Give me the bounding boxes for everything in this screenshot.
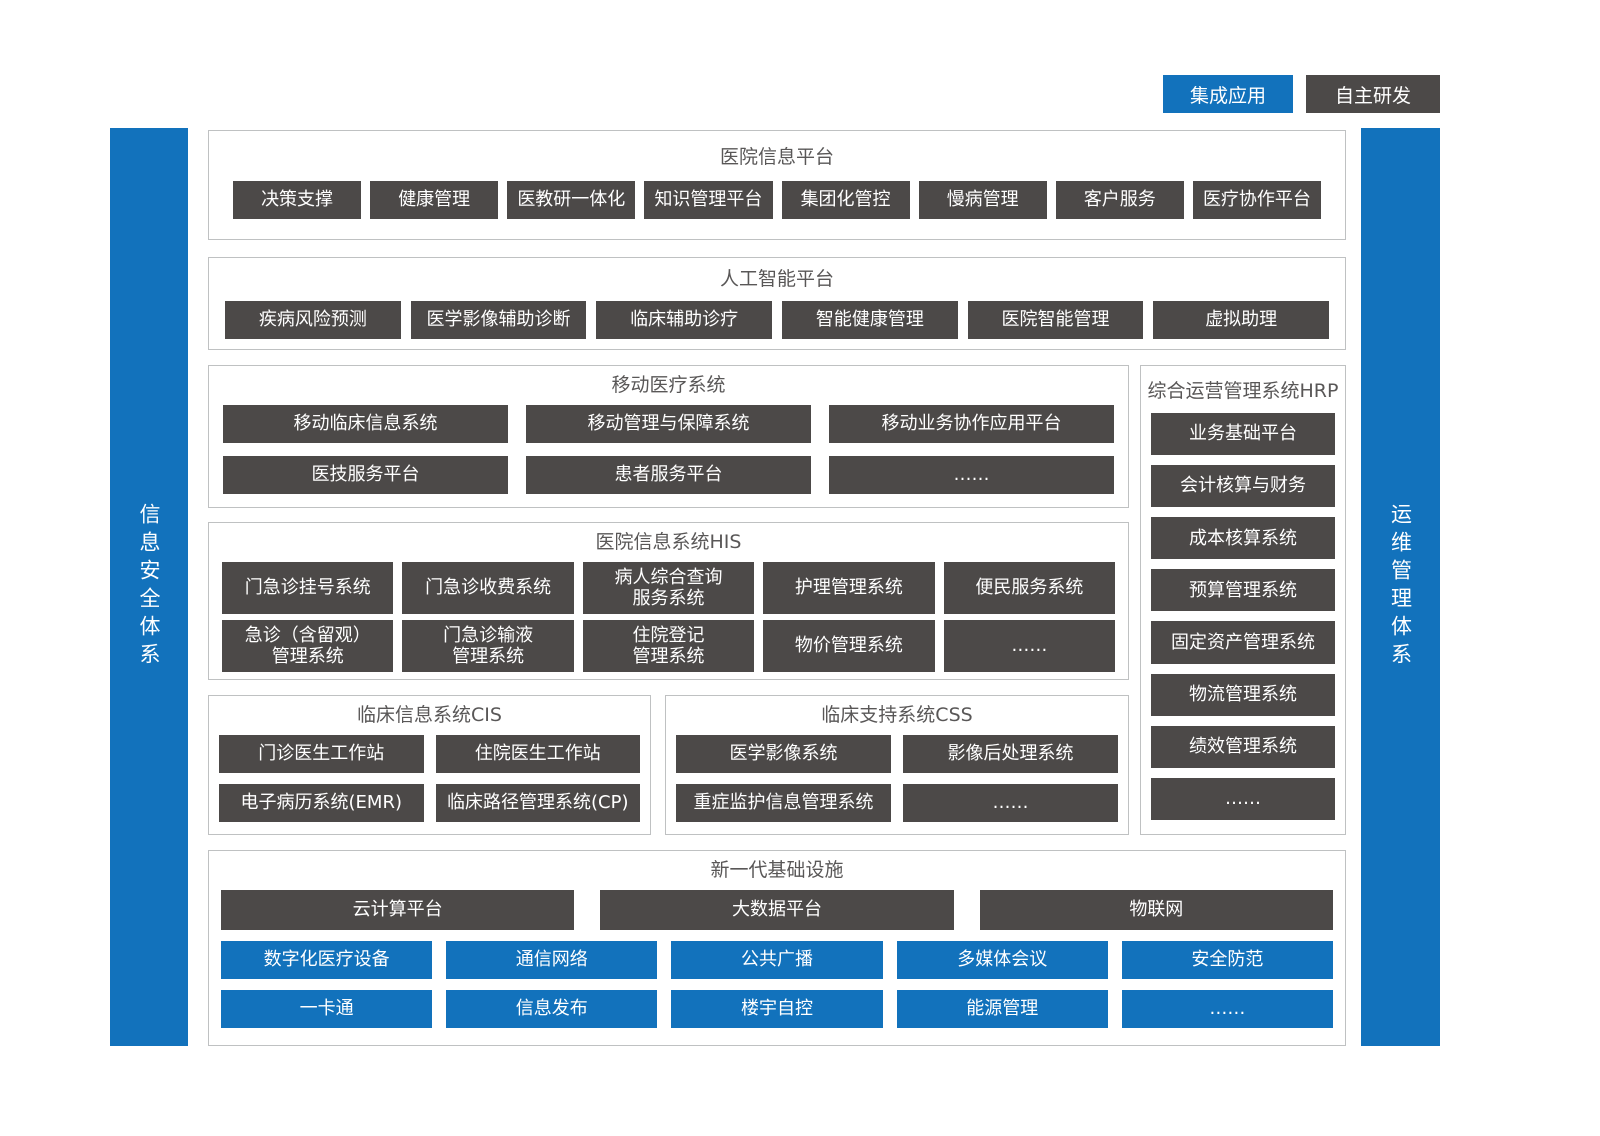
block-image-post-processing-system: 影像后处理系统 [903, 734, 1118, 773]
legend-integrated-app: 集成应用 [1163, 75, 1293, 113]
section-ai-platform: 人工智能平台 疾病风险预测 医学影像辅助诊断 临床辅助诊疗 智能健康管理 医院智… [208, 257, 1346, 350]
block-performance-management-system: 绩效管理系统 [1151, 725, 1335, 768]
block-patient-service-platform: 患者服务平台 [526, 455, 811, 494]
section-his: 医院信息系统HIS 门急诊挂号系统 门急诊收费系统 病人综合查询 服务系统 护理… [208, 522, 1129, 680]
section-title-hospital-info-platform: 医院信息平台 [719, 146, 834, 168]
block-css-more: …… [903, 783, 1118, 822]
section-hospital-info-platform: 医院信息平台 决策支撑 健康管理 医教研一体化 知识管理平台 集团化管控 慢病管… [208, 130, 1346, 240]
block-intelligent-health-management: 智能健康管理 [782, 300, 958, 339]
block-outpatient-emergency-infusion-management-system: 门急诊输液 管理系统 [402, 619, 574, 672]
block-inpatient-doctor-workstation: 住院医生工作站 [435, 734, 640, 773]
block-public-broadcast: 公共广播 [671, 940, 883, 979]
block-digital-medical-equipment: 数字化医疗设备 [221, 940, 433, 979]
block-medical-collaboration-platform: 医疗协作平台 [1192, 180, 1321, 219]
block-communication-network: 通信网络 [446, 940, 658, 979]
block-chronic-disease-management: 慢病管理 [918, 180, 1047, 219]
section-cis: 临床信息系统CIS 门诊医生工作站 住院医生工作站 电子病历系统(EMR) 临床… [208, 695, 651, 835]
block-nursing-management-system: 护理管理系统 [763, 561, 935, 614]
block-clinical-pathway-management-system: 临床路径管理系统(CP) [435, 783, 640, 822]
sidebar-info-security-label: 信息安全体系 [137, 503, 161, 671]
section-title-ai-platform: 人工智能平台 [719, 268, 834, 290]
section-hrp: 综合运营管理系统HRP 业务基础平台 会计核算与财务 成本核算系统 预算管理系统… [1140, 365, 1346, 835]
block-emergency-observation-management-system: 急诊（含留观） 管理系统 [222, 619, 394, 672]
his-row-2: 急诊（含留观） 管理系统 门急诊输液 管理系统 住院登记 管理系统 物价管理系统… [209, 619, 1128, 672]
block-hrp-more: …… [1151, 777, 1335, 821]
his-row-1: 门急诊挂号系统 门急诊收费系统 病人综合查询 服务系统 护理管理系统 便民服务系… [209, 561, 1128, 614]
block-business-base-platform: 业务基础平台 [1151, 412, 1335, 455]
section-title-cis: 临床信息系统CIS [357, 704, 502, 726]
ai-platform-row: 疾病风险预测 医学影像辅助诊断 临床辅助诊疗 智能健康管理 医院智能管理 虚拟助… [209, 300, 1345, 339]
block-icu-information-management-system: 重症监护信息管理系统 [676, 783, 891, 822]
block-medical-education-research: 医教研一体化 [507, 180, 636, 219]
infrastructure-blue-row-1: 数字化医疗设备 通信网络 公共广播 多媒体会议 安全防范 [209, 940, 1345, 979]
css-row-1: 医学影像系统 影像后处理系统 [666, 734, 1128, 773]
block-cloud-computing-platform: 云计算平台 [221, 889, 575, 930]
css-row-2: 重症监护信息管理系统 …… [666, 783, 1128, 822]
section-infrastructure: 新一代基础设施 云计算平台 大数据平台 物联网 数字化医疗设备 通信网络 公共广… [208, 850, 1346, 1046]
section-css: 临床支持系统CSS 医学影像系统 影像后处理系统 重症监护信息管理系统 …… [665, 695, 1129, 835]
block-mobile-business-collaboration-platform: 移动业务协作应用平台 [829, 404, 1114, 443]
block-medical-imaging-system: 医学影像系统 [676, 734, 891, 773]
infrastructure-dark-row: 云计算平台 大数据平台 物联网 [209, 889, 1345, 930]
section-title-hrp: 综合运营管理系统HRP [1147, 380, 1339, 402]
hrp-stack: 业务基础平台 会计核算与财务 成本核算系统 预算管理系统 固定资产管理系统 物流… [1141, 412, 1345, 834]
block-virtual-assistant: 虚拟助理 [1153, 300, 1330, 339]
section-title-infrastructure: 新一代基础设施 [710, 859, 844, 881]
block-one-card-pass: 一卡通 [221, 989, 433, 1028]
block-knowledge-management-platform: 知识管理平台 [644, 180, 773, 219]
block-iot: 物联网 [979, 889, 1333, 930]
block-outpatient-emergency-charging-system: 门急诊收费系统 [402, 561, 574, 614]
block-logistics-management-system: 物流管理系统 [1151, 673, 1335, 716]
block-building-automation: 楼宇自控 [671, 989, 883, 1028]
block-health-management: 健康管理 [370, 180, 499, 219]
block-cost-accounting-system: 成本核算系统 [1151, 517, 1335, 560]
block-outpatient-doctor-workstation: 门诊医生工作站 [219, 734, 424, 773]
hospital-info-platform-row: 决策支撑 健康管理 医教研一体化 知识管理平台 集团化管控 慢病管理 客户服务 … [209, 180, 1345, 219]
block-customer-service: 客户服务 [1055, 180, 1184, 219]
section-mobile-medical: 移动医疗系统 移动临床信息系统 移动管理与保障系统 移动业务协作应用平台 医技服… [208, 365, 1129, 508]
sidebar-ops-management-label: 运维管理体系 [1388, 503, 1413, 671]
cis-row-2: 电子病历系统(EMR) 临床路径管理系统(CP) [209, 783, 650, 822]
block-mobile-more: …… [829, 455, 1114, 494]
block-medical-tech-service-platform: 医技服务平台 [223, 455, 508, 494]
block-clinical-assisted-diagnosis: 临床辅助诊疗 [596, 300, 773, 339]
section-title-css: 临床支持系统CSS [821, 704, 973, 726]
block-mobile-management-support-system: 移动管理与保障系统 [526, 404, 811, 443]
infrastructure-blue-row-2: 一卡通 信息发布 楼宇自控 能源管理 …… [209, 989, 1345, 1028]
sidebar-ops-management: 运维管理体系 [1361, 128, 1440, 1046]
block-mobile-clinical-info-system: 移动临床信息系统 [223, 404, 508, 443]
block-big-data-platform: 大数据平台 [600, 889, 954, 930]
block-medical-imaging-assisted-diagnosis: 医学影像辅助诊断 [410, 300, 587, 339]
block-inpatient-registration-management-system: 住院登记 管理系统 [582, 619, 755, 672]
block-security-protection: 安全防范 [1121, 940, 1334, 979]
block-patient-comprehensive-query-service-system: 病人综合查询 服务系统 [582, 561, 755, 614]
block-infra-more: …… [1121, 989, 1334, 1028]
block-decision-support: 决策支撑 [233, 180, 362, 219]
block-emr-system: 电子病历系统(EMR) [219, 783, 424, 822]
mobile-medical-row-1: 移动临床信息系统 移动管理与保障系统 移动业务协作应用平台 [209, 404, 1128, 443]
block-disease-risk-prediction: 疾病风险预测 [225, 300, 401, 339]
block-budget-management-system: 预算管理系统 [1151, 569, 1335, 612]
block-fixed-asset-management-system: 固定资产管理系统 [1151, 621, 1335, 664]
block-energy-management: 能源管理 [896, 989, 1108, 1028]
block-information-release: 信息发布 [446, 989, 658, 1028]
mobile-medical-row-2: 医技服务平台 患者服务平台 …… [209, 455, 1128, 494]
cis-row-1: 门诊医生工作站 住院医生工作站 [209, 734, 650, 773]
block-multimedia-conference: 多媒体会议 [896, 940, 1108, 979]
block-his-more: …… [943, 619, 1116, 672]
block-outpatient-emergency-registration-system: 门急诊挂号系统 [222, 561, 394, 614]
block-price-management-system: 物价管理系统 [763, 619, 935, 672]
block-hospital-intelligent-management: 医院智能管理 [967, 300, 1144, 339]
section-title-his: 医院信息系统HIS [595, 531, 742, 553]
block-convenience-service-system: 便民服务系统 [943, 561, 1116, 614]
legend-self-developed: 自主研发 [1306, 75, 1440, 113]
block-group-control: 集团化管控 [781, 180, 910, 219]
section-title-mobile-medical: 移动医疗系统 [611, 374, 726, 396]
sidebar-info-security: 信息安全体系 [110, 128, 188, 1046]
block-accounting-finance: 会计核算与财务 [1151, 464, 1335, 508]
